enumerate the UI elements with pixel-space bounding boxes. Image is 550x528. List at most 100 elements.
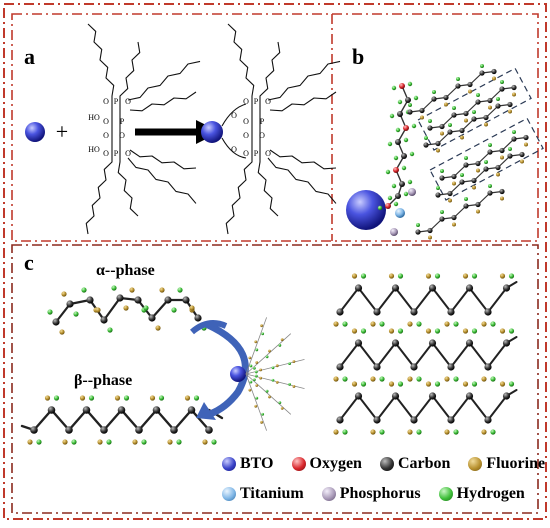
ligand-atom — [280, 338, 284, 341]
beta-hydrogen — [123, 395, 130, 401]
carbon-atom — [427, 125, 433, 131]
alpha-carbon — [52, 318, 60, 326]
legend-hydrogen: Hydrogen — [438, 485, 525, 503]
side-atom — [508, 109, 512, 114]
carbon-atom — [511, 136, 517, 142]
alkyl-chain — [129, 149, 197, 170]
carbon-atom — [491, 68, 497, 75]
side-atom — [512, 92, 516, 97]
alpha-side-atom — [47, 309, 53, 315]
lattice-row-2-hydrogen — [397, 328, 404, 334]
carbon-atom — [459, 127, 465, 134]
ligand-atom — [254, 370, 258, 374]
ligand-atom — [292, 360, 296, 363]
alkyl-chain — [227, 23, 255, 97]
legend-phosphorus-label: Phosphorus — [339, 485, 421, 502]
beta-carbon — [65, 426, 73, 434]
ligand-chain — [245, 373, 267, 431]
side-atom — [428, 119, 432, 123]
lattice-row-1-hydrogen — [397, 273, 404, 279]
lattice-row-1-carbon — [336, 308, 344, 316]
ligand-chain — [245, 359, 305, 375]
hydrogen-atom — [413, 95, 419, 101]
bto-swatch — [222, 457, 236, 471]
side-atom — [496, 172, 500, 177]
hydrogen-atom — [391, 85, 397, 91]
ho-label: HO — [88, 113, 100, 122]
chain-atom — [399, 181, 405, 187]
lattice-row-3-carbon — [391, 392, 400, 400]
titanium-swatch — [222, 487, 236, 501]
lattice-row-1-hydrogen — [360, 273, 367, 279]
o-label: O — [231, 145, 237, 154]
lattice-row-2-fluorine — [388, 328, 395, 334]
carbon-atom — [523, 134, 529, 141]
ligand-atom — [255, 396, 259, 400]
carbon-atom — [439, 175, 445, 181]
ligand-atom — [248, 356, 252, 360]
beta-bond — [137, 408, 158, 432]
side-atom — [448, 198, 452, 203]
beta-carbon — [170, 426, 178, 434]
carbon-atom — [475, 160, 481, 167]
o-label: O — [231, 111, 237, 120]
lattice-row-1-fluorine — [444, 321, 450, 327]
beta-fluorine — [62, 439, 68, 445]
lattice-row-1-carbon — [447, 308, 455, 316]
chain-atom — [405, 97, 411, 103]
alpha-side-atom — [159, 287, 165, 293]
lattice-row-2-hydrogen — [453, 376, 459, 382]
carbon-atom — [435, 140, 441, 147]
lattice-row-3-bond — [394, 395, 415, 421]
lattice-row-3-fluorine — [462, 381, 469, 387]
lattice-row-3-hydrogen — [397, 381, 404, 387]
carbon-atom — [467, 81, 473, 88]
side-atom — [444, 102, 448, 107]
side-atom — [452, 222, 456, 227]
carbon-atom — [471, 116, 477, 122]
beta-fluorine — [132, 439, 138, 445]
side-atom — [436, 186, 440, 190]
lattice-row-3-fluorine — [481, 429, 487, 435]
alpha-carbon — [164, 296, 172, 304]
lattice-row-1-fluorine — [425, 273, 432, 279]
outer-frame — [3, 3, 547, 520]
carbon-swatch — [379, 457, 394, 471]
ligand-atom — [268, 349, 271, 353]
ligand-chain — [245, 373, 291, 415]
alpha-carbon — [116, 294, 124, 302]
ligand-atom — [292, 385, 296, 388]
bto-product — [201, 121, 223, 143]
ligand-atom — [271, 378, 275, 382]
beta-carbon — [100, 426, 108, 434]
hydrogen-swatch — [438, 487, 453, 501]
beta-fluorine — [149, 395, 156, 401]
lattice-row-2-fluorine — [481, 376, 487, 382]
chain-atom — [403, 125, 409, 131]
lattice-row-2-fluorine — [444, 376, 450, 382]
alpha-side-atom — [129, 287, 135, 293]
alpha-side-atom — [155, 325, 161, 331]
side-atom — [428, 235, 432, 240]
alpha-bond — [102, 296, 122, 322]
beta-hydrogen — [211, 439, 217, 445]
lattice-row-1-hydrogen — [342, 321, 348, 327]
chain-atom — [393, 167, 399, 173]
chain-bond — [485, 105, 499, 119]
lattice-row-1-bond — [339, 287, 360, 313]
alpha-carbon — [86, 296, 94, 304]
bto-small — [230, 366, 246, 382]
lattice-row-3-hydrogen — [471, 381, 478, 387]
alpha-side-atom — [107, 327, 113, 333]
alkyl-chain — [117, 161, 139, 217]
legend-bto: BTO — [222, 455, 274, 473]
lattice-row-2-carbon — [428, 339, 437, 347]
hydrogen-atom — [407, 179, 413, 185]
lattice-row-2-hydrogen — [471, 328, 478, 334]
lattice-row-2-carbon — [354, 339, 363, 347]
side-atom — [488, 105, 492, 110]
chain-atom — [395, 139, 401, 145]
carbon-atom — [495, 103, 501, 109]
beta-carbon — [117, 406, 126, 414]
